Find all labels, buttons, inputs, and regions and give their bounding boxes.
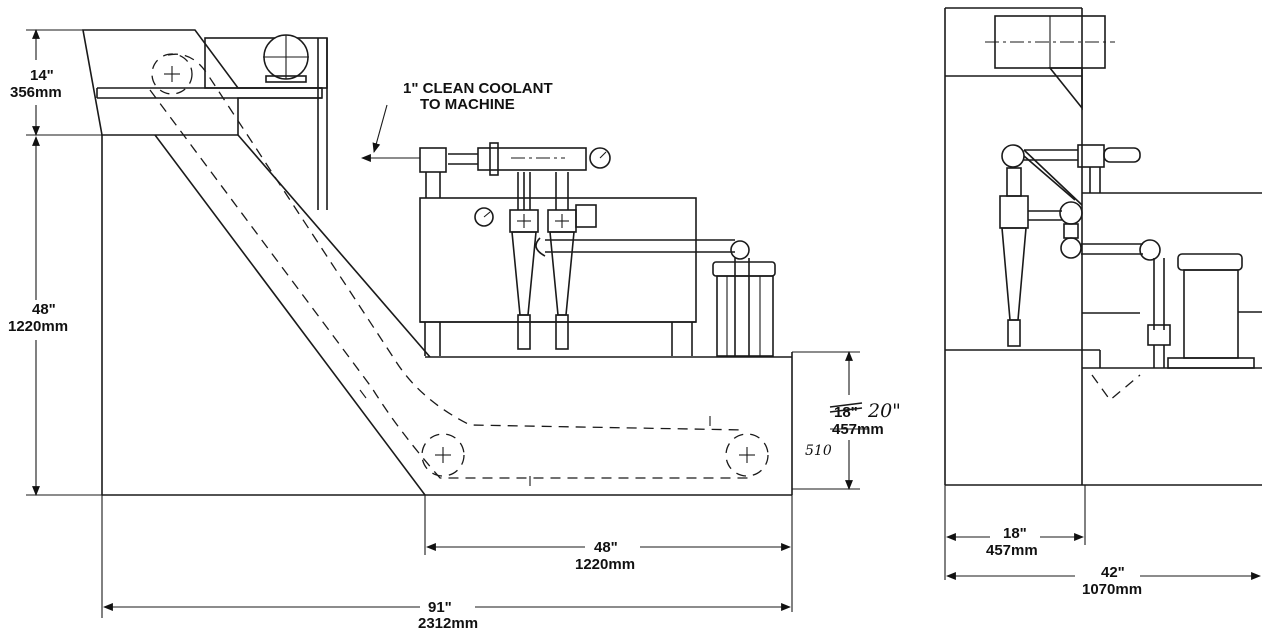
gauge-icon <box>589 147 611 169</box>
sprocket-bottom-left <box>421 433 465 477</box>
side-pipes <box>1024 144 1171 368</box>
dim-overall-length-in: 91" <box>428 599 452 616</box>
cyclone-right <box>547 172 597 350</box>
dim-overall-length: 91" 2312mm <box>101 495 791 631</box>
dim-tank-length-mm: 1220mm <box>575 556 635 573</box>
dim-top-height-in: 14" <box>30 67 54 84</box>
side-elevation: 18" 457mm 42" 1070mm <box>944 7 1262 598</box>
dim-top-height-mm: 356mm <box>10 84 62 101</box>
side-hopper <box>1091 374 1141 401</box>
side-pump-motor <box>1167 253 1262 369</box>
dim-side-offset: 18" 457mm <box>944 485 1086 580</box>
return-pipe <box>535 237 750 356</box>
sprocket-bottom-right <box>725 433 769 477</box>
dim-side-offset-mm: 457mm <box>986 542 1038 559</box>
dim-top-height: 14" 356mm <box>10 29 102 136</box>
cyclone-left <box>509 172 539 350</box>
dim-side-offset-in: 18" <box>1003 525 1027 542</box>
callout-leader <box>372 104 388 153</box>
dim-side-width: 42" 1070mm <box>946 564 1261 598</box>
dim-overall-length-mm: 2312mm <box>418 615 478 631</box>
drive-housing <box>204 34 328 210</box>
gauge-icon <box>474 207 494 227</box>
side-drive-motor <box>985 15 1115 111</box>
dim-side-width-in: 42" <box>1101 564 1125 581</box>
dim-tank-height-in-handwritten: 20" <box>867 400 901 422</box>
dim-tank-height-in-struck: 18" <box>834 404 858 421</box>
dim-tank-height-mm-handwritten: 510 <box>805 443 832 459</box>
callout-line1: 1" CLEAN COOLANT <box>403 80 553 97</box>
callout-line2: TO MACHINE <box>420 96 515 113</box>
dim-side-width-mm: 1070mm <box>1082 581 1142 598</box>
dim-tank-length: 48" 1220mm <box>424 495 793 612</box>
dim-tank-length-in: 48" <box>594 539 618 556</box>
incline-frame <box>101 134 793 496</box>
dim-main-height: 48" 1220mm <box>8 136 102 496</box>
outlet-manifold <box>419 142 587 198</box>
filter-tank <box>419 197 697 356</box>
sprocket-top <box>151 53 193 95</box>
side-cyclone <box>999 144 1083 347</box>
dim-main-height-in: 48" <box>32 301 56 318</box>
pump-unit <box>712 261 776 357</box>
front-elevation: 1" CLEAN COOLANT TO MACHINE 14" 356mm 48… <box>8 29 901 631</box>
dim-main-height-mm: 1220mm <box>8 318 68 335</box>
dim-tank-height: 18" 20" 457mm 510 <box>792 351 901 490</box>
belt-path <box>149 53 748 486</box>
